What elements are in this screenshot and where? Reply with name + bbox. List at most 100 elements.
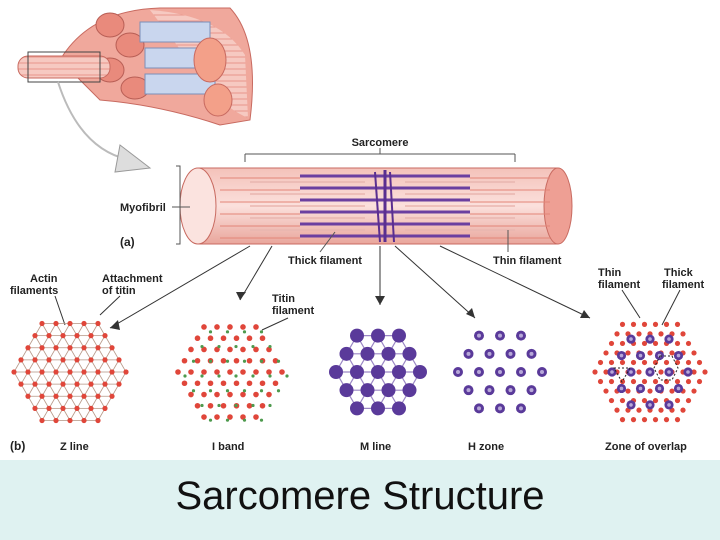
actin-dot bbox=[685, 378, 692, 385]
actin-node bbox=[39, 320, 45, 327]
myosin-dot-center bbox=[638, 353, 643, 358]
myofibril-bundles bbox=[95, 12, 233, 117]
titin-dot bbox=[191, 359, 196, 363]
titin-dot bbox=[234, 403, 238, 408]
actin-dot bbox=[220, 380, 227, 387]
actin-dot bbox=[220, 402, 227, 409]
panel-label-zone-of-overlap: Zone of overlap bbox=[605, 441, 687, 453]
myosin-dot-center bbox=[529, 351, 534, 356]
myosin-dot-center bbox=[648, 403, 652, 407]
myofibril-cylinder bbox=[179, 167, 573, 245]
actin-filaments-label-1: Actin bbox=[30, 273, 58, 285]
sarcomere-label: Sarcomere bbox=[352, 137, 409, 149]
actin-dot bbox=[597, 378, 604, 385]
actin-node bbox=[74, 357, 80, 363]
myosin-dot-center bbox=[487, 351, 492, 356]
actin-node bbox=[46, 405, 52, 411]
myosin-node bbox=[329, 365, 343, 379]
actin-dot bbox=[240, 414, 246, 420]
myosin-node bbox=[371, 328, 385, 343]
myosin-dot-center bbox=[519, 333, 523, 338]
myosin-dot-center bbox=[508, 351, 513, 356]
myosin-node bbox=[381, 383, 396, 398]
myosin-dot-center bbox=[657, 386, 662, 391]
actin-dot bbox=[220, 357, 227, 364]
actin-dot bbox=[201, 346, 207, 353]
actin-dot bbox=[272, 380, 279, 387]
actin-node bbox=[11, 369, 17, 375]
actin-node bbox=[32, 333, 38, 339]
myosin-dot-center bbox=[519, 406, 523, 411]
titin-filament-label-2: filament bbox=[272, 305, 315, 317]
actin-dot bbox=[685, 397, 692, 404]
actin-dot bbox=[674, 321, 681, 327]
actin-dot bbox=[207, 380, 214, 387]
actin-dot bbox=[630, 321, 637, 327]
actin-node bbox=[81, 393, 87, 399]
actin-node bbox=[32, 405, 38, 411]
titin-dot bbox=[217, 374, 221, 378]
z-line-cross-section bbox=[11, 320, 129, 424]
actin-dot bbox=[214, 324, 220, 330]
actin-dot bbox=[227, 391, 233, 398]
myosin-dot-center bbox=[648, 337, 652, 341]
actin-dot bbox=[636, 331, 642, 337]
actin-node bbox=[60, 333, 66, 339]
actin-dot bbox=[201, 369, 207, 375]
myosin-dot-center bbox=[508, 388, 513, 393]
myosin-node bbox=[402, 383, 417, 398]
actin-dot bbox=[696, 359, 703, 366]
actin-node bbox=[81, 369, 87, 375]
actin-node bbox=[116, 357, 122, 363]
actin-dot bbox=[702, 369, 708, 375]
titin-dot bbox=[242, 389, 247, 393]
actin-dot bbox=[619, 378, 626, 385]
actin-dot bbox=[266, 369, 272, 375]
myofibril-bracket bbox=[176, 165, 181, 245]
actin-dot bbox=[674, 340, 681, 347]
actin-dot bbox=[240, 369, 246, 375]
actin-dot bbox=[674, 397, 681, 404]
actin-dot bbox=[641, 417, 648, 423]
titin-dot bbox=[285, 374, 289, 378]
actin-node bbox=[74, 405, 80, 411]
actin-dot bbox=[214, 414, 220, 420]
actin-dot bbox=[658, 369, 664, 375]
actin-dot bbox=[201, 414, 207, 420]
actin-dot bbox=[680, 331, 686, 337]
thin-filament-b-label-1: Thin bbox=[598, 267, 621, 279]
actin-dot bbox=[685, 340, 692, 347]
myosin-dot-center bbox=[676, 386, 681, 391]
actin-dot bbox=[272, 357, 279, 364]
myosin-node bbox=[339, 346, 354, 361]
actin-dot bbox=[663, 359, 670, 366]
h-zone-cross-section bbox=[453, 330, 547, 414]
myosin-dot-center bbox=[477, 333, 481, 338]
actin-dot bbox=[246, 335, 253, 342]
actin-node bbox=[67, 320, 73, 327]
thin-filament-b-label-2: filament bbox=[598, 279, 641, 291]
actin-dot bbox=[194, 380, 201, 387]
actin-dot bbox=[641, 359, 648, 366]
actin-dot bbox=[663, 417, 670, 423]
titin-dot bbox=[268, 374, 272, 378]
actin-dot bbox=[201, 324, 207, 330]
actin-dot bbox=[194, 357, 201, 364]
titin-dot bbox=[208, 359, 213, 363]
actin-node bbox=[88, 381, 94, 387]
zoom-box bbox=[27, 51, 101, 83]
actin-node bbox=[60, 357, 66, 363]
actin-dot bbox=[685, 359, 692, 366]
myosin-node bbox=[402, 346, 417, 361]
titin-dot bbox=[251, 374, 255, 378]
actin-dot bbox=[227, 324, 233, 330]
hexagon-highlight bbox=[653, 355, 679, 381]
actin-dot bbox=[207, 335, 214, 342]
actin-dot bbox=[669, 388, 675, 394]
actin-node bbox=[67, 345, 73, 351]
actin-node bbox=[109, 393, 115, 399]
actin-node bbox=[53, 393, 59, 399]
actin-node bbox=[18, 381, 24, 387]
myosin-dot-center bbox=[619, 386, 624, 391]
titin-dot bbox=[242, 330, 247, 334]
